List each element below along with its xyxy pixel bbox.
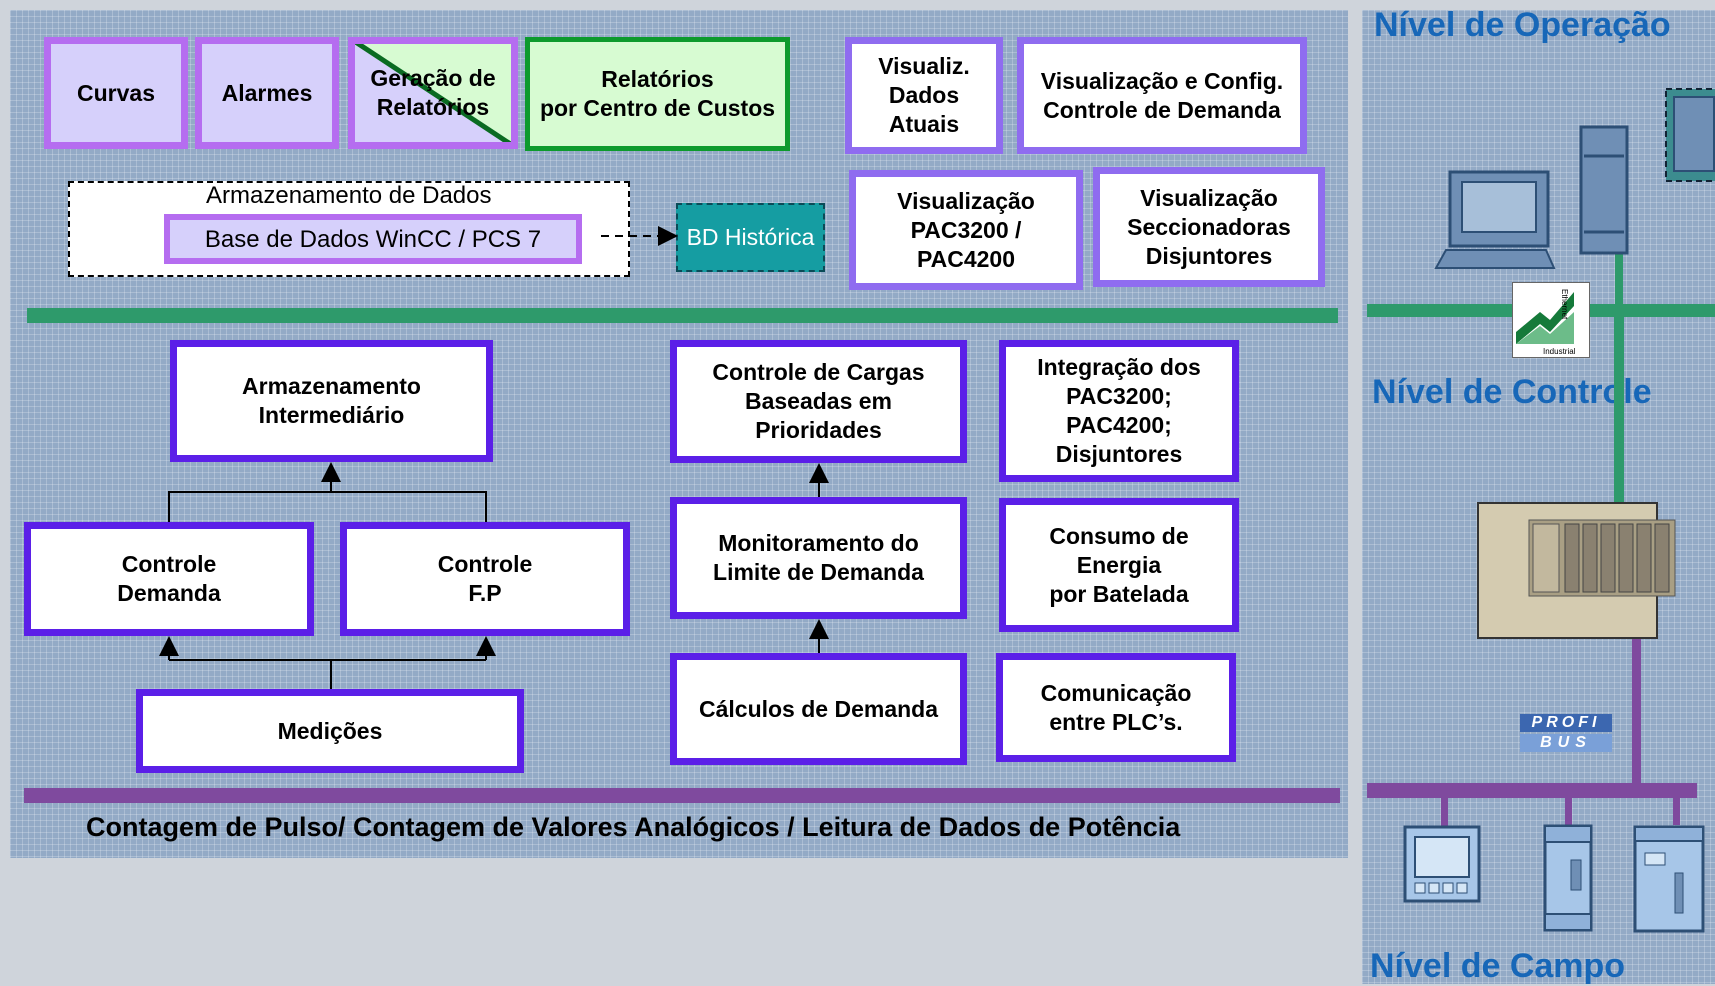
alarmes-box: Alarmes [195,37,339,149]
plc-rack-icon [1528,519,1676,597]
pac-meter-device-icon [1403,825,1481,903]
breaker-module-icon [1543,824,1593,932]
integracao-box: Integração dos PAC3200; PAC4200; Disjunt… [999,340,1239,482]
profibus-logo-top: PROFI [1520,714,1612,732]
circuit-breaker-icon [1633,825,1705,933]
industrial-logo-text: Industrial [1543,347,1576,356]
controle-demanda-box: Controle Demanda [24,522,314,636]
armazenamento-intermediario-box: Armazenamento Intermediário [170,340,493,462]
nivel-controle-title: Nível de Controle [1372,373,1652,411]
profibus-main [24,788,1340,803]
geracao-relatorios-box: Geração de Relatórios [348,37,518,149]
storage-title: Armazenamento de Dados [206,182,492,209]
industrial-ethernet-logo: Ethernet Industrial [1512,282,1590,358]
visualizacao-seccionadoras-box: Visualização Seccionadoras Disjuntores [1093,167,1325,287]
controle-cargas-box: Controle de Cargas Baseadas em Prioridad… [670,340,967,463]
controle-fp-box: Controle F.P [340,522,630,636]
server-rack-icon [1665,88,1715,182]
nivel-operacao-title: Nível de Operação [1374,6,1671,44]
visualiz-dados-atuais-box: Visualiz. Dados Atuais [845,37,1003,154]
ethernet-logo-icon [1516,292,1574,344]
bottom-caption: Contagem de Pulso/ Contagem de Valores A… [86,812,1181,842]
nivel-campo-title: Nível de Campo [1370,947,1626,985]
database-box: Base de Dados WinCC / PCS 7 [164,214,582,264]
plc-controller-cabinet [1477,502,1676,639]
medicoes-box: Medições [136,689,524,773]
server-tower-icon [1579,125,1629,255]
visualizacao-config-demanda-box: Visualização e Config. Controle de Deman… [1017,37,1307,154]
ethernet-bus-main [27,308,1338,323]
curvas-box: Curvas [44,37,188,149]
monitoramento-limite-box: Monitoramento do Limite de Demanda [670,497,967,619]
calculos-demanda-box: Cálculos de Demanda [670,653,967,765]
profibus-logo: PROFI BUS [1520,714,1612,756]
green-diagonal-triangle [355,44,511,142]
relatorios-centro-custos-box: Relatórios por Centro de Custos [525,37,790,151]
ethernet-logo-text: Ethernet [1560,289,1569,320]
bd-historica-box: BD Histórica [676,203,825,272]
profibus-logo-bottom: BUS [1520,734,1612,752]
workstation-pc-icon [1434,170,1556,269]
comunicacao-plcs-box: Comunicação entre PLC’s. [996,653,1236,762]
consumo-energia-box: Consumo de Energia por Batelada [999,498,1239,632]
geracao-relatorios-label: Geração de Relatórios [370,65,496,120]
visualizacao-pac-box: Visualização PAC3200 / PAC4200 [849,170,1083,290]
